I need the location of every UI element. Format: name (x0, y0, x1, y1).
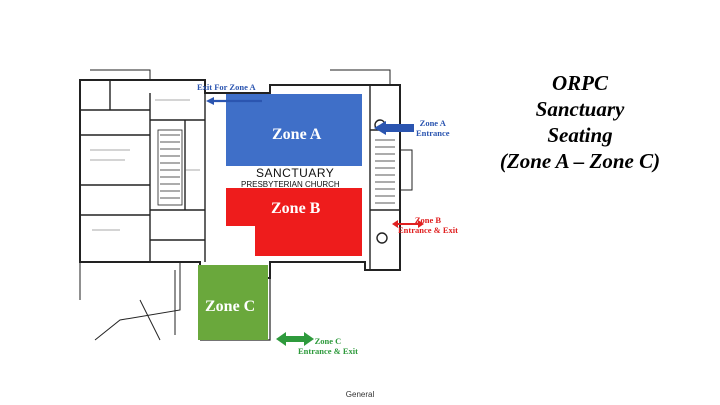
zone-b-area-lower (255, 224, 362, 256)
zone-a-entrance-arrow-icon (374, 121, 414, 135)
zone-c-entrance-arrow-icon (276, 332, 314, 346)
zone-b-entrance-arrow-icon (392, 220, 424, 228)
zone-b-area-upper (226, 188, 362, 226)
page-title: ORPC Sanctuary Seating (Zone A – Zone C) (499, 71, 661, 173)
footer-label: General (345, 390, 375, 399)
zone-a-entrance-label: Zone A Entrance (416, 118, 450, 138)
zone-c-entrance-label: Zone C Entrance & Exit (298, 336, 358, 356)
sanctuary-label: SANCTUARY (256, 166, 335, 180)
exit-zone-a-arrow-icon (206, 97, 262, 105)
zone-b-label: Zone B (271, 200, 321, 217)
zone-c-label: Zone C (205, 298, 256, 315)
zone-a-label: Zone A (272, 126, 322, 143)
zone-c-area (198, 265, 268, 340)
exit-zone-a-label: Exit For Zone A (197, 82, 256, 92)
zone-b-entrance-label: Zone B Entrance & Exit (398, 215, 458, 235)
zone-a-area (226, 94, 362, 166)
church-label: PRESBYTERIAN CHURCH (241, 180, 340, 189)
